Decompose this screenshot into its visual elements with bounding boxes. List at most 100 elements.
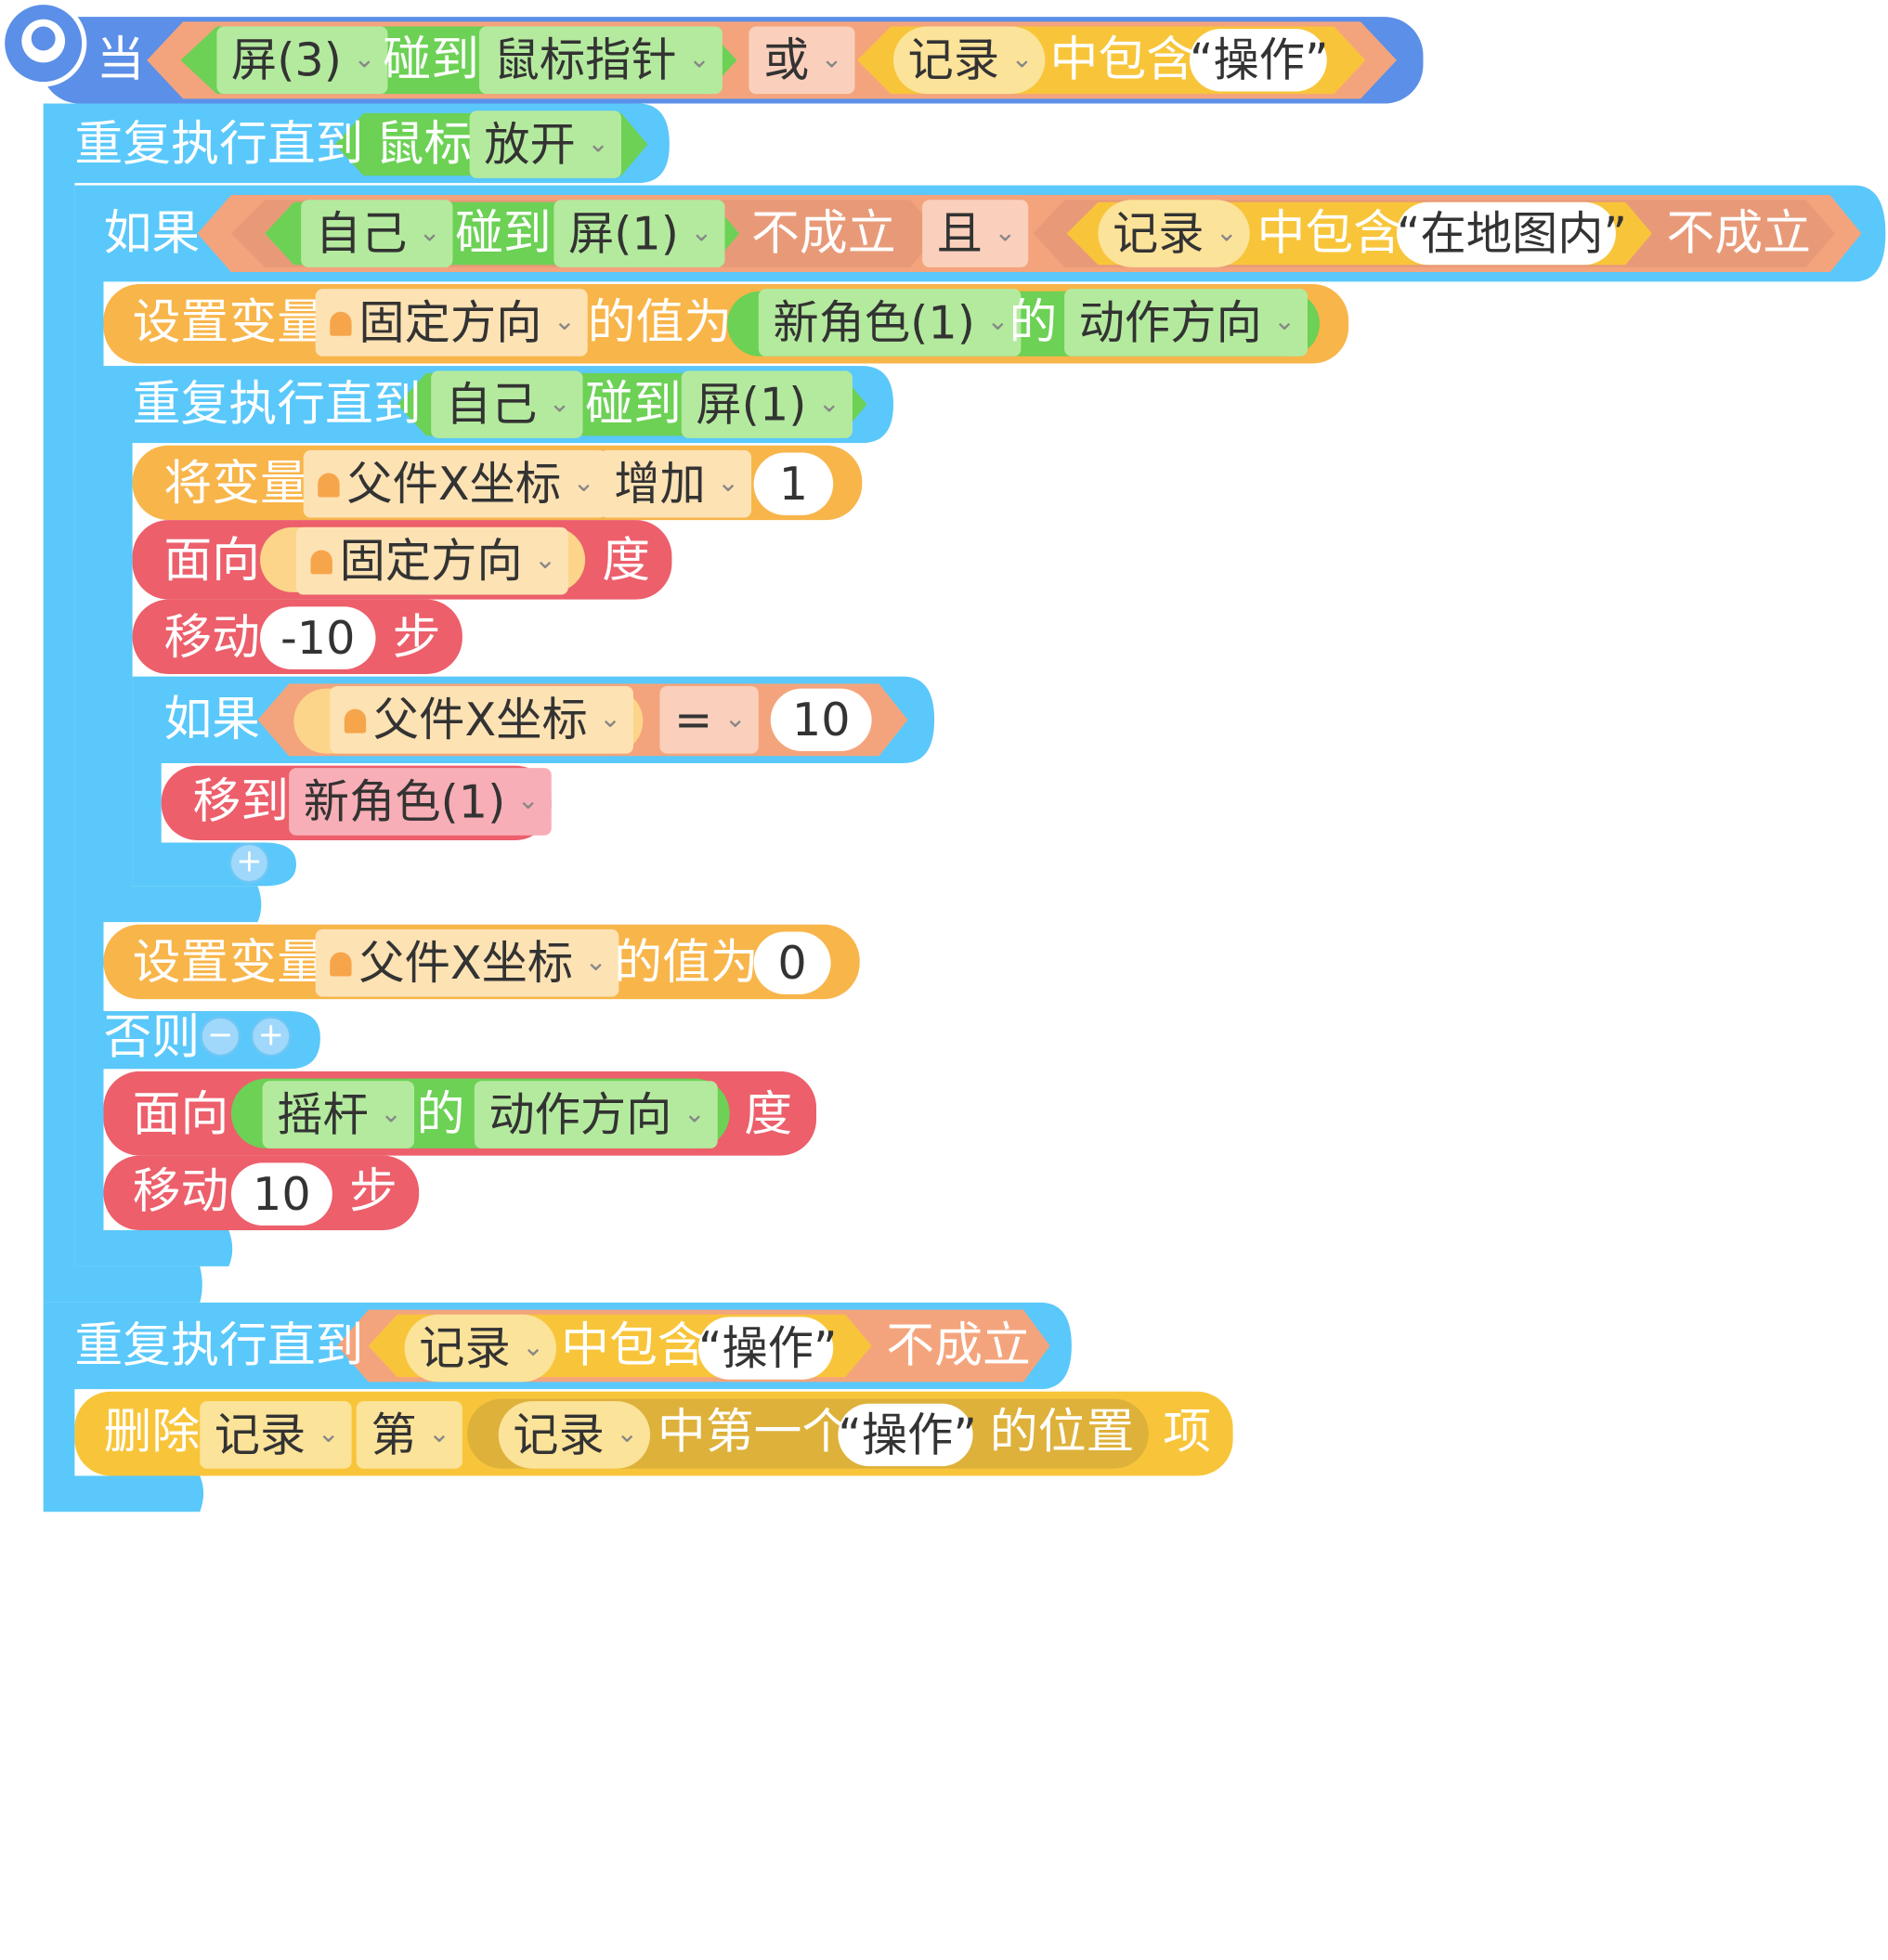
set-value-input[interactable]: 0 [753, 931, 831, 994]
self-select-2[interactable]: 自己⌄ [431, 370, 583, 438]
screen3-select[interactable]: 屏(3)⌄ [216, 26, 388, 95]
parent-x-reporter-select[interactable]: 父件X坐标 ⌄ [330, 686, 634, 754]
chevron-down-icon: ⌄ [723, 704, 747, 734]
op-string-input-3[interactable]: “操作” [838, 1403, 977, 1467]
inmap-string-input[interactable]: “在地图内” [1396, 201, 1627, 266]
chevron-down-icon: ⌄ [317, 1419, 340, 1449]
screen1-select-2[interactable]: 屏(1) ⌄ [681, 370, 853, 438]
fixed-dir-value: 固定方向 [339, 534, 523, 588]
chevron-down-icon: ⌄ [683, 1098, 706, 1130]
repeat-until-label-3: 重复执行直到 [74, 1317, 364, 1374]
joystick-select[interactable]: 摇杆⌄ [262, 1081, 415, 1149]
parent-x-value: 父件X坐标 [372, 693, 588, 746]
action-dir-select[interactable]: 动作方向 ⌄ [1064, 289, 1309, 357]
plus-icon[interactable]: + [250, 1016, 292, 1058]
record-select-1[interactable]: 记录 ⌄ [893, 26, 1046, 95]
release-select[interactable]: 放开 ⌄ [469, 110, 622, 178]
or-select[interactable]: 或⌄ [749, 26, 855, 95]
release-value: 放开 [484, 118, 576, 172]
move-to-label: 移到 [192, 773, 290, 830]
chevron-down-icon: ⌄ [1273, 306, 1296, 338]
touch-label: 碰到 [383, 32, 480, 88]
op-string-input[interactable]: “操作” [1189, 29, 1329, 92]
or-value: 或 [762, 33, 810, 87]
action-dir-value: 动作方向 [1078, 295, 1262, 349]
position-label: 的位置 [989, 1405, 1135, 1460]
new-role-value: 新角色(1) [773, 295, 975, 349]
mouse-pointer-value: 鼠标指针 [493, 33, 677, 87]
joystick-value: 摇杆 [277, 1088, 369, 1142]
record-select-3[interactable]: 记录⌄ [404, 1314, 557, 1382]
self-select-1[interactable]: 自己⌄ [301, 200, 453, 267]
move-to-target-select[interactable]: 新角色(1)⌄ [289, 768, 552, 836]
satellite-icon[interactable] [0, 0, 87, 87]
record-value: 记录 [513, 1408, 605, 1461]
move-steps-input[interactable]: -10 [260, 606, 376, 669]
touch-label-3: 碰到 [585, 376, 682, 433]
chevron-down-icon: ⌄ [616, 1419, 639, 1449]
record-select-5[interactable]: 记录 ⌄ [498, 1401, 651, 1469]
action-dir-select-2[interactable]: 动作方向 ⌄ [474, 1081, 718, 1149]
chevron-down-icon: ⌄ [717, 468, 740, 499]
chevron-down-icon: ⌄ [986, 306, 1009, 338]
mouse-pointer-select[interactable]: 鼠标指针⌄ [479, 26, 723, 95]
parent-x-var-select-2[interactable]: 父件X坐标⌄ [315, 928, 619, 997]
chevron-down-icon: ⌄ [1010, 44, 1034, 75]
set-var-label-2: 设置变量 [132, 935, 326, 992]
screen1-select-1[interactable]: 屏(1) ⌄ [553, 200, 725, 267]
equals-select[interactable]: =⌄ [659, 686, 759, 754]
plus-icon[interactable]: + [228, 842, 270, 884]
not-label-3: 不成立 [886, 1317, 1031, 1374]
face-label-2: 面向 [132, 1086, 229, 1143]
chevron-down-icon: ⌄ [553, 306, 576, 338]
nth-select[interactable]: 第⌄ [356, 1401, 462, 1469]
increase-amount-input[interactable]: 1 [753, 452, 834, 515]
chevron-down-icon: ⌄ [1215, 217, 1238, 249]
self-value: 自己 [445, 378, 538, 432]
ghost-icon [330, 311, 352, 336]
screen1-value: 屏(1) [567, 206, 680, 261]
compare-value-input[interactable]: 10 [770, 688, 872, 752]
touch-label-2: 碰到 [455, 205, 552, 262]
set-var-label: 设置变量 [132, 294, 326, 351]
record-select-2[interactable]: 记录⌄ [1098, 200, 1250, 267]
value-is-label-2: 的值为 [614, 935, 759, 992]
minus-icon[interactable]: − [200, 1016, 241, 1058]
record-value: 记录 [419, 1321, 511, 1375]
increase-select[interactable]: 增加⌄ [599, 449, 752, 518]
move-steps-input-2[interactable]: 10 [230, 1162, 332, 1226]
delete-label: 删除 [103, 1405, 201, 1460]
face-label: 面向 [163, 533, 261, 589]
if-label-2: 如果 [163, 692, 261, 748]
fixed-dir-value: 固定方向 [358, 295, 542, 349]
if-label: 如果 [103, 205, 201, 262]
contains-label-3: 中包含 [561, 1317, 706, 1374]
not-label-1: 不成立 [751, 205, 896, 262]
new-role-select[interactable]: 新角色(1) ⌄ [758, 289, 1022, 357]
degree-label: 度 [602, 533, 651, 589]
chevron-down-icon: ⌄ [572, 468, 595, 499]
fixed-dir-reporter-select[interactable]: 固定方向 ⌄ [295, 526, 568, 595]
screen1-value: 屏(1) [696, 378, 807, 432]
screen3-value: 屏(3) [230, 33, 342, 87]
and-select[interactable]: 且⌄ [922, 200, 1029, 267]
ghost-icon [330, 951, 352, 976]
chevron-down-icon: ⌄ [817, 388, 840, 420]
fixed-dir-var-select[interactable]: 固定方向 ⌄ [315, 289, 588, 357]
ghost-icon [318, 472, 340, 497]
chevron-down-icon: ⌄ [599, 704, 622, 734]
repeat-until-label: 重复执行直到 [74, 116, 364, 173]
chevron-down-icon: ⌄ [418, 217, 441, 249]
parent-x-value: 父件X坐标 [346, 457, 562, 511]
record-select-4[interactable]: 记录 ⌄ [200, 1401, 352, 1469]
chevron-down-icon: ⌄ [534, 545, 557, 576]
chevron-down-icon: ⌄ [587, 128, 610, 160]
record-value: 记录 [214, 1408, 306, 1461]
parent-x-var-select[interactable]: 父件X坐标 ⌄ [303, 449, 607, 518]
action-dir-value: 动作方向 [488, 1088, 672, 1142]
else-label: 否则 [103, 1009, 201, 1066]
op-string-input-2[interactable]: “操作” [697, 1317, 838, 1380]
record-value: 记录 [907, 33, 1000, 87]
mouse-label: 鼠标 [375, 116, 473, 173]
chevron-down-icon: ⌄ [690, 217, 713, 249]
